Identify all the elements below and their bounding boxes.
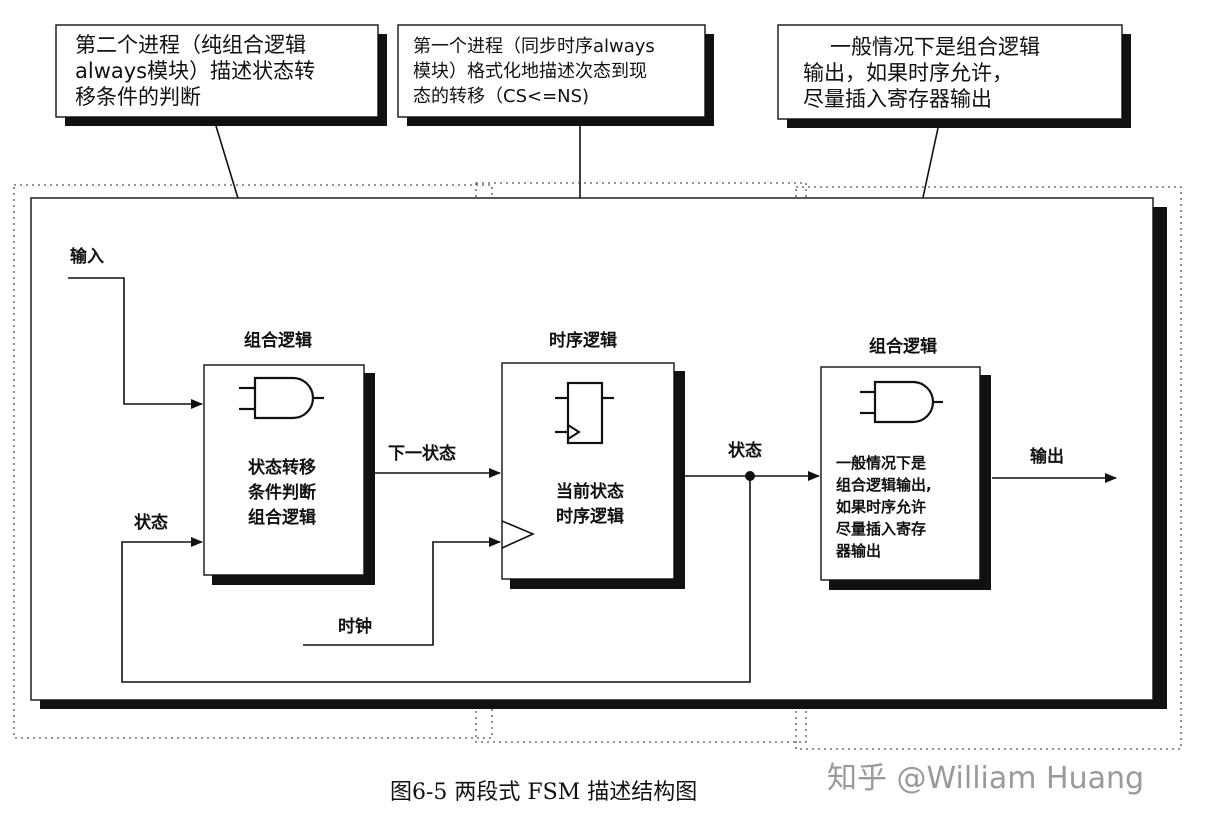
block-3-line-3: 如果时序允许 — [836, 498, 926, 516]
block-1-line-3: 组合逻辑 — [248, 507, 316, 528]
state-feedback-wire — [121, 476, 751, 683]
output-label: 输出 — [1030, 446, 1064, 467]
callout-middle-line-2: 模块）格式化地描述次态到现 — [413, 61, 647, 82]
block-3-line-2: 组合逻辑输出, — [836, 476, 932, 494]
state-label: 状态 — [728, 440, 762, 461]
region-right-dotted — [795, 186, 1182, 750]
block-sequential: 当前状态 时序逻辑 — [501, 362, 685, 589]
block-combinational-2: 一般情况下是 组合逻辑输出, 如果时序允许 尽量插入寄存 器输出 — [820, 366, 991, 590]
callout-left-line-3: 移条件的判断 — [75, 85, 201, 109]
block-combinational-1: 状态转移 条件判断 组合逻辑 — [203, 364, 375, 585]
callout-right-line-2: 输出，如果时序允许， — [803, 61, 1013, 85]
clock-label: 时钟 — [338, 616, 372, 637]
next-state-label: 下一状态 — [388, 443, 456, 464]
clock-wire — [303, 537, 501, 646]
clock-input-triangle-icon — [501, 520, 536, 549]
block-3-line-5: 器输出 — [835, 542, 881, 560]
block-1-line-1: 状态转移 — [248, 457, 316, 478]
block-3-line-1: 一般情况下是 — [836, 454, 927, 472]
callout-right: 一般情况下是组合逻辑 输出，如果时序允许， 尽量插入寄存器输出 — [777, 24, 1131, 128]
callout-right-line-1: 一般情况下是组合逻辑 — [830, 35, 1040, 59]
callout-left-line-1: 第二个进程（纯组合逻辑 — [75, 33, 306, 57]
input-wire — [68, 277, 203, 409]
watermark: 知乎 @William Huang — [827, 761, 1144, 796]
block-3-title: 组合逻辑 — [869, 336, 937, 357]
callout-right-line-3: 尽量插入寄存器输出 — [803, 87, 992, 111]
callout-middle-line-1: 第一个进程（同步时序always — [413, 36, 655, 57]
block-2-line-1: 当前状态 — [556, 481, 624, 502]
block-2-title: 时序逻辑 — [549, 330, 617, 351]
callout-middle-line-3: 态的转移（CS<=NS) — [413, 86, 589, 107]
block-1-line-2: 条件判断 — [247, 482, 316, 503]
state-feedback-label: 状态 — [134, 512, 168, 533]
and-gate-icon — [239, 376, 324, 420]
block-2-line-2: 时序逻辑 — [556, 506, 624, 527]
flip-flop-icon — [555, 381, 614, 445]
block-1-title: 组合逻辑 — [244, 330, 312, 351]
figure-caption: 图6-5 两段式 FSM 描述结构图 — [390, 780, 697, 805]
callout-left: 第二个进程（纯组合逻辑 always模块）描述状态转 移条件的判断 — [55, 24, 387, 126]
callout-middle: 第一个进程（同步时序always 模块）格式化地描述次态到现 态的转移（CS<=… — [397, 24, 714, 126]
callout-left-line-2: always模块）描述状态转 — [75, 59, 315, 83]
input-label: 输入 — [70, 246, 104, 267]
block-3-line-4: 尽量插入寄存 — [836, 520, 926, 538]
and-gate-icon — [860, 380, 943, 424]
